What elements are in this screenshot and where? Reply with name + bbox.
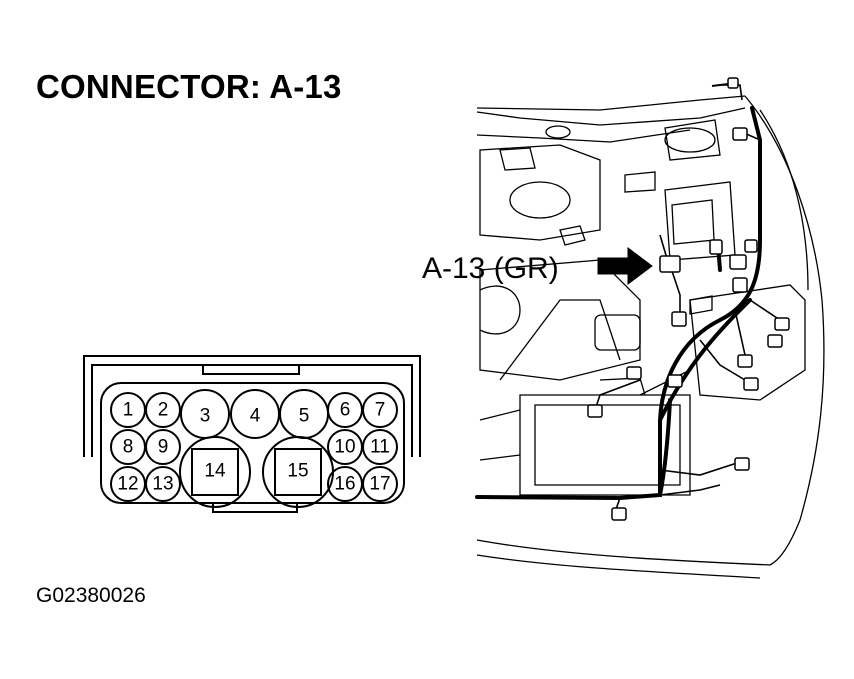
- harness-connector: [732, 127, 748, 141]
- pin-label: 7: [375, 400, 386, 421]
- pin-label: 14: [204, 461, 226, 482]
- pin-label: 5: [299, 406, 310, 427]
- wiring-harness: [475, 106, 762, 501]
- pin-2-cavity: [145, 392, 181, 428]
- harness-main: [475, 106, 762, 501]
- harness-connector: [709, 239, 723, 255]
- pin-label: 10: [334, 437, 355, 458]
- wiring-branches: [594, 84, 781, 513]
- oil-cap: [509, 181, 571, 219]
- pin-label: 6: [340, 400, 351, 421]
- ground-bolt: [727, 77, 739, 89]
- engine-bay-illustration: [476, 95, 825, 579]
- callout-label: A-13 (GR): [422, 252, 559, 285]
- harness-connector: [671, 311, 687, 327]
- harness-connector: [767, 334, 783, 348]
- pin-label: 17: [369, 474, 390, 495]
- pin-9-cavity: [145, 429, 181, 465]
- pin-label: 2: [158, 400, 169, 421]
- harness-connector: [744, 239, 758, 253]
- harness-connector: [667, 374, 683, 388]
- harness-connectors: [587, 77, 790, 521]
- pin-17-cavity: [362, 466, 398, 502]
- pin-11-cavity: [362, 429, 398, 465]
- connector-lock-tab: [202, 364, 300, 375]
- pin-label: 9: [158, 437, 169, 458]
- pin-14-cavity: [179, 436, 251, 508]
- cowl-line: [476, 95, 746, 111]
- callout-arrow-icon: [597, 247, 653, 285]
- pin-13-cavity: [145, 466, 181, 502]
- harness-connector: [743, 377, 759, 391]
- harness-connector: [729, 254, 747, 270]
- harness-connector: [734, 457, 750, 471]
- relay-box: [664, 181, 736, 261]
- connector-body: [100, 382, 405, 504]
- diagram-title: CONNECTOR: A-13: [36, 68, 342, 105]
- connector-pin-labels: 1 2 3 4 5 6 7 8 9 10 11 12 13 14 15 16 1…: [117, 400, 390, 495]
- harness-connector: [626, 366, 642, 380]
- headlamp: [689, 284, 806, 401]
- harness-connector: [611, 507, 627, 521]
- pin-7-cavity: [362, 392, 398, 428]
- figure-id: G02380026: [36, 584, 146, 607]
- pin-label: 16: [334, 474, 355, 495]
- connector-housing-outline: [83, 355, 421, 457]
- engine-block: [479, 144, 601, 241]
- harness-connector: [737, 354, 753, 368]
- pin-label: 12: [117, 474, 138, 495]
- harness-connector: [774, 317, 790, 331]
- pin-label: 1: [123, 400, 134, 421]
- bumper-line: [476, 539, 771, 566]
- pin-label: 4: [250, 406, 261, 427]
- reservoir-cap: [664, 127, 716, 153]
- pin-label: 15: [287, 461, 308, 482]
- pin-15-square: [274, 448, 322, 496]
- harness-connector: [587, 404, 603, 418]
- pin-14-square: [191, 448, 239, 496]
- pin-label: 13: [152, 474, 173, 495]
- radiator: [519, 394, 691, 496]
- pin-label: 8: [123, 437, 134, 458]
- connector-a13-body: [659, 255, 681, 273]
- pin-label: 3: [200, 406, 211, 427]
- harness-connector: [732, 277, 748, 293]
- connector-pins: [110, 389, 398, 508]
- pin-label: 11: [370, 437, 390, 458]
- bolt-shank: [711, 83, 729, 87]
